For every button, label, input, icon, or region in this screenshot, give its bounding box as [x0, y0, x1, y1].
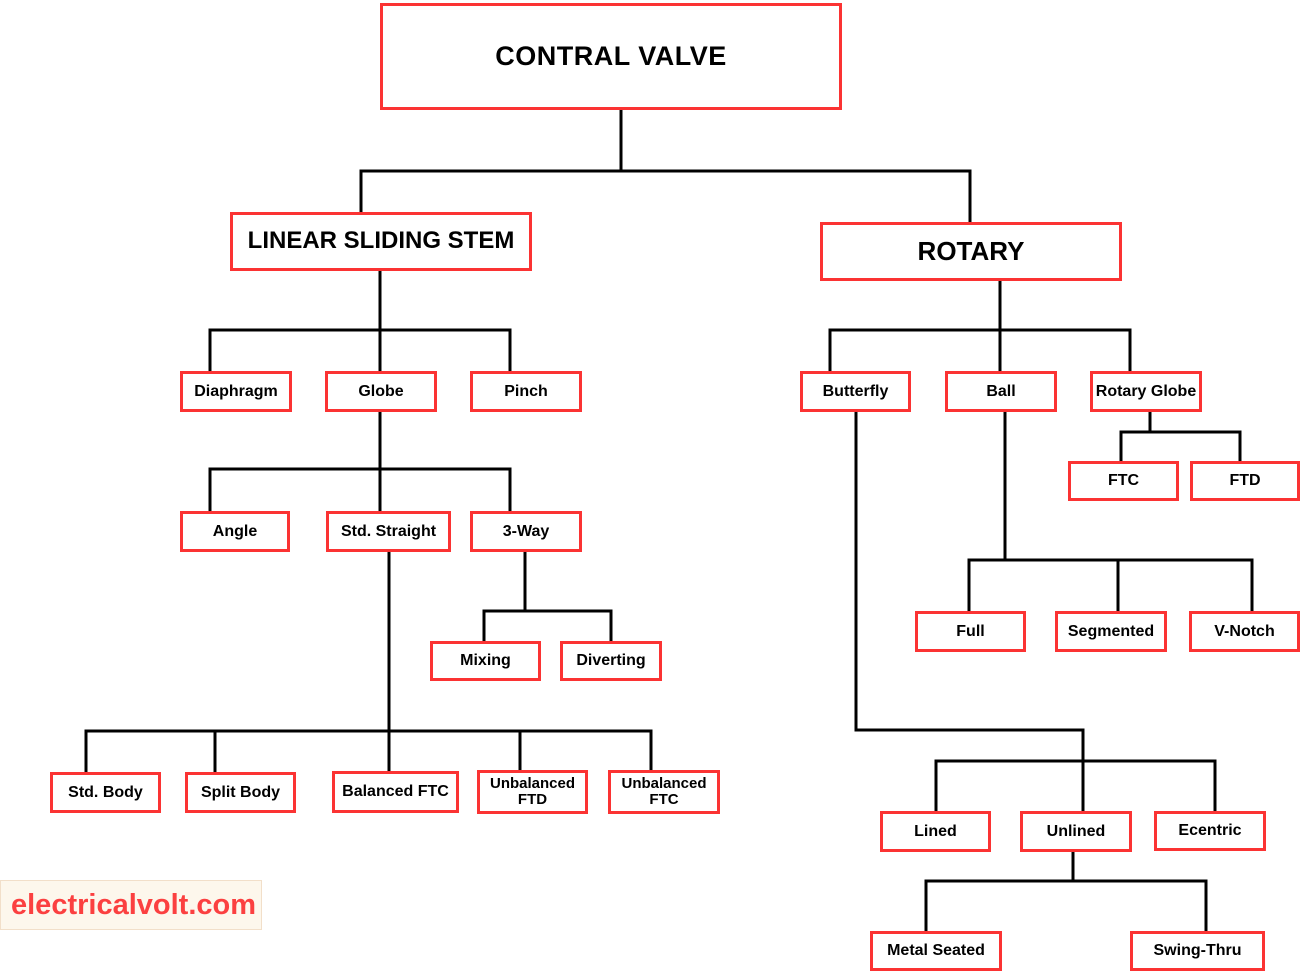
node-v-notch: V-Notch: [1189, 611, 1300, 652]
node-diverting: Diverting: [560, 641, 662, 681]
connector-unlined-children: [924, 852, 1208, 931]
connector-linear-children: [208, 271, 512, 371]
connector-rotary-children: [828, 281, 1132, 371]
node-unbalanced-ftd: Unbalanced FTD: [477, 770, 588, 814]
node-unlined: Unlined: [1020, 811, 1132, 852]
node-ftd: FTD: [1190, 461, 1300, 501]
node-std-straight: Std. Straight: [326, 511, 451, 552]
node-std-body: Std. Body: [50, 772, 161, 813]
node-unbalanced-ftc: Unbalanced FTC: [608, 770, 720, 814]
node-angle: Angle: [180, 511, 290, 552]
node-mixing: Mixing: [430, 641, 541, 681]
node-swing-thru: Swing-Thru: [1130, 931, 1265, 971]
connector-ball-children: [967, 412, 1254, 611]
node-ftc: FTC: [1068, 461, 1179, 501]
connector-globe-children: [208, 412, 512, 511]
node-split-body: Split Body: [185, 772, 296, 813]
node-lined: Lined: [880, 811, 991, 852]
connector-threeway-children: [482, 552, 613, 641]
node-globe: Globe: [325, 371, 437, 412]
connector-rotaryglobe-children: [1119, 411, 1242, 461]
watermark-electricalvolt: electricalvolt.com: [0, 880, 262, 930]
node-ball: Ball: [945, 371, 1057, 412]
connector-root-split: [359, 110, 972, 222]
node-diaphragm: Diaphragm: [180, 371, 292, 412]
node-butterfly: Butterfly: [800, 371, 911, 412]
node-3-way: 3-Way: [470, 511, 582, 552]
node-full: Full: [915, 611, 1026, 652]
node-rotary: ROTARY: [820, 222, 1122, 281]
node-metal-seated: Metal Seated: [870, 931, 1002, 971]
node-control-valve: CONTRAL VALVE: [380, 3, 842, 110]
node-pinch: Pinch: [470, 371, 582, 412]
node-rotary-globe: Rotary Globe: [1090, 371, 1202, 412]
node-balanced-ftc: Balanced FTC: [332, 771, 459, 813]
node-ecentric: Ecentric: [1154, 811, 1266, 851]
node-segmented: Segmented: [1055, 611, 1167, 652]
node-linear-sliding-stem: LINEAR SLIDING STEM: [230, 212, 532, 271]
